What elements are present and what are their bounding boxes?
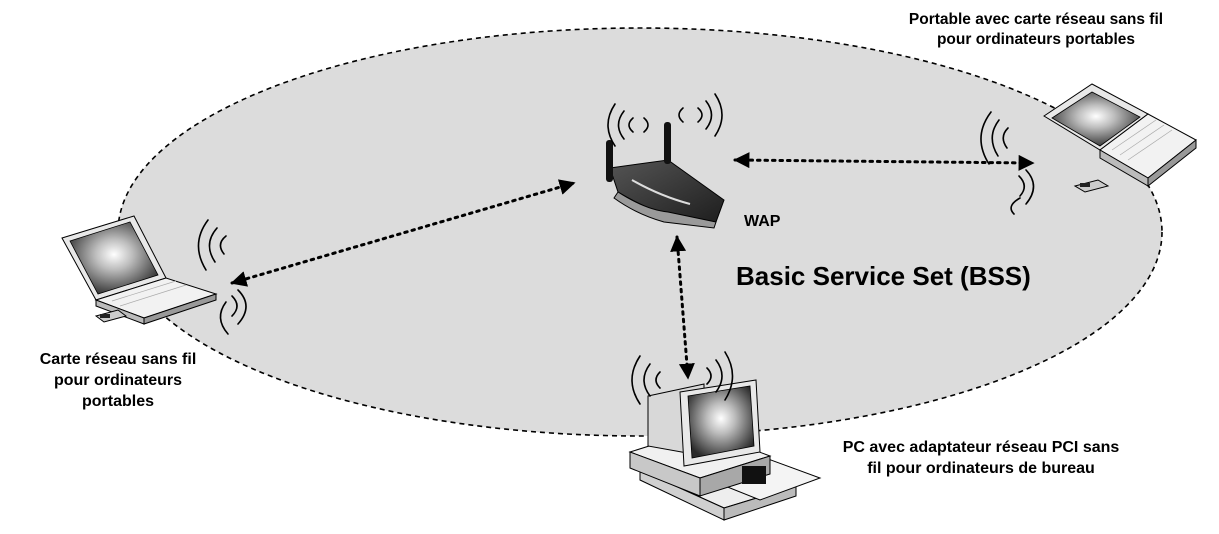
wifi-card-icon	[1073, 179, 1110, 193]
label-right-laptop-line1: Portable avec carte réseau sans fil	[908, 11, 1164, 28]
label-left-laptop-line3: portables	[81, 392, 154, 410]
label-left-laptop: Carte réseau sans fil pour ordinateurs p…	[0, 350, 236, 412]
link-left-laptop	[230, 179, 576, 287]
label-desktop: PC avec adaptateur réseau PCI sans fil p…	[800, 438, 1162, 480]
radio-wave-icon	[980, 111, 1035, 215]
wireless-links	[230, 152, 1035, 380]
label-left-laptop-line1: Carte réseau sans fil	[39, 351, 197, 368]
link-right-laptop	[733, 152, 1035, 171]
radio-wave-icon	[631, 351, 734, 405]
label-left-laptop-line2: pour ordinateurs	[53, 371, 182, 389]
label-desktop-line2: fil pour ordinateurs de bureau	[867, 459, 1095, 477]
label-desktop-line1: PC avec adaptateur réseau PCI sans	[842, 439, 1120, 456]
radio-wave-icon	[197, 219, 247, 335]
wifi-card-icon	[94, 309, 128, 323]
wireless-router-icon	[606, 122, 725, 229]
laptop-icon	[61, 215, 218, 325]
bss-area	[117, 27, 1163, 437]
radio-wave-icon	[607, 93, 723, 147]
label-wap: WAP	[744, 213, 781, 230]
link-desktop	[670, 235, 695, 380]
desktop-pc-icon	[628, 379, 822, 521]
label-right-laptop: Portable avec carte réseau sans fil pour…	[858, 10, 1214, 50]
laptop-icon	[1043, 83, 1197, 193]
label-right-laptop-line2: pour ordinateurs portables	[936, 31, 1136, 49]
label-bss: Basic Service Set (BSS)	[736, 261, 1031, 291]
